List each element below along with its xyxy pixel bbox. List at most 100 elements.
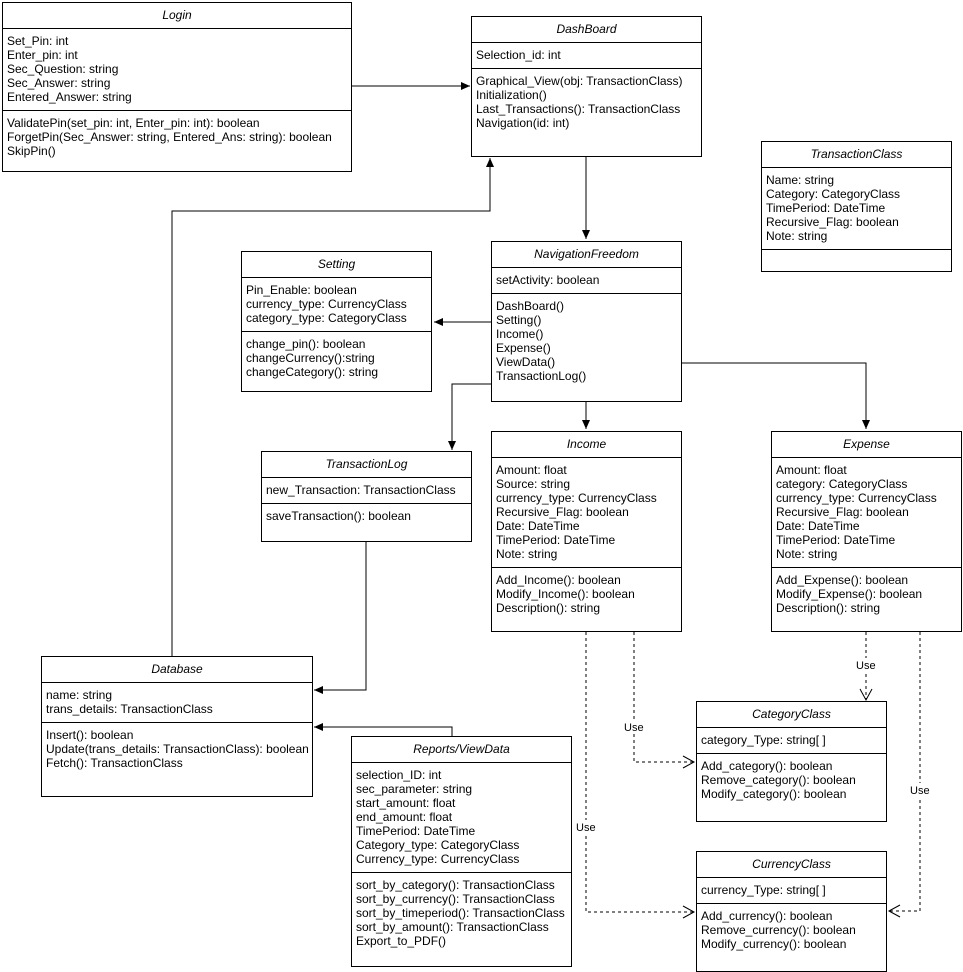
class-name: Login bbox=[3, 3, 351, 29]
method: Income() bbox=[496, 327, 544, 341]
edge-database-dashboard bbox=[171, 158, 494, 656]
method: DashBoard() bbox=[496, 299, 565, 313]
method: changeCurrency():string bbox=[246, 351, 375, 365]
method: sort_by_category(): TransactionClass bbox=[356, 878, 555, 892]
methods-section: Graphical_View(obj: TransactionClass)Ini… bbox=[472, 68, 701, 136]
attributes-section: setActivity: boolean bbox=[492, 268, 681, 293]
attribute: Pin_Enable: boolean bbox=[246, 283, 357, 297]
attribute: Date: DateTime bbox=[776, 519, 860, 533]
attribute: Sec_Question: string bbox=[7, 62, 119, 76]
edge-transactionlog-database bbox=[314, 542, 367, 694]
methods-section: DashBoard()Setting()Income()Expense()Vie… bbox=[492, 293, 681, 389]
attribute: currency_Type: string[ ] bbox=[701, 883, 826, 897]
method: Modify_currency(): boolean bbox=[701, 937, 847, 951]
method: Remove_category(): boolean bbox=[701, 773, 856, 787]
method: Modify_Expense(): boolean bbox=[776, 587, 923, 601]
method: Initialization() bbox=[476, 88, 547, 102]
attributes-section: category_Type: string[ ] bbox=[697, 728, 886, 753]
method: Last_Transactions(): TransactionClass bbox=[476, 102, 681, 116]
method: sort_by_currency(): TransactionClass bbox=[356, 892, 555, 906]
attribute: Sec_Answer: string bbox=[7, 76, 111, 90]
attribute: Currency_type: CurrencyClass bbox=[356, 852, 520, 866]
edge-label-use: Use bbox=[624, 722, 644, 734]
method: Setting() bbox=[496, 313, 542, 327]
edge-label-use: Use bbox=[576, 822, 596, 834]
class-name: Income bbox=[492, 432, 681, 458]
attribute: currency_type: CurrencyClass bbox=[496, 491, 657, 505]
class-name: Expense bbox=[772, 432, 961, 458]
method: sort_by_timeperiod(): TransactionClass bbox=[356, 906, 565, 920]
attribute: setActivity: boolean bbox=[496, 273, 600, 287]
attribute: Entered_Answer: string bbox=[7, 90, 132, 104]
attributes-section: Selection_id: int bbox=[472, 43, 701, 68]
attributes-section: new_Transaction: TransactionClass bbox=[262, 478, 471, 503]
edge-expense-currency bbox=[887, 632, 921, 918]
methods-section: saveTransaction(): boolean bbox=[262, 503, 471, 529]
attribute: TimePeriod: DateTime bbox=[776, 533, 896, 547]
method: Description(): string bbox=[776, 601, 881, 615]
class-name: TransactionClass bbox=[762, 142, 951, 168]
edge-label-use: Use bbox=[856, 660, 876, 672]
attribute: Recursive_Flag: boolean bbox=[776, 505, 909, 519]
attribute: currency_type: CurrencyClass bbox=[246, 297, 407, 311]
class-name: Reports/ViewData bbox=[352, 737, 571, 763]
attribute: Date: DateTime bbox=[496, 519, 580, 533]
methods-section bbox=[762, 249, 951, 261]
edge-income-category bbox=[633, 632, 696, 769]
attribute: Recursive_Flag: boolean bbox=[766, 215, 899, 229]
attribute: category_type: CategoryClass bbox=[246, 311, 407, 325]
method: Modify_category(): boolean bbox=[701, 787, 847, 801]
class-name: NavigationFreedom bbox=[492, 242, 681, 268]
attributes-section: currency_Type: string[ ] bbox=[697, 878, 886, 903]
edge-reports-database bbox=[314, 723, 453, 736]
edge-navigation-transactionlog bbox=[448, 383, 491, 450]
attribute: Enter_pin: int bbox=[7, 48, 78, 62]
method: Remove_currency(): boolean bbox=[701, 923, 856, 937]
method: Add_Income(): boolean bbox=[496, 573, 621, 587]
attribute: Name: string bbox=[766, 173, 835, 187]
methods-section: ValidatePin(set_pin: int, Enter_pin: int… bbox=[3, 110, 351, 164]
attribute: Category_type: CategoryClass bbox=[356, 838, 520, 852]
attribute: sec_parameter: string bbox=[356, 782, 473, 796]
attribute: TimePeriod: DateTime bbox=[496, 533, 616, 547]
method: Description(): string bbox=[496, 601, 601, 615]
attribute: new_Transaction: TransactionClass bbox=[266, 483, 456, 497]
attribute: Source: string bbox=[496, 477, 571, 491]
class-transaction-log[interactable]: TransactionLog new_Transaction: Transacti… bbox=[261, 451, 472, 542]
method: sort_by_amount(): TransactionClass bbox=[356, 920, 549, 934]
class-name: TransactionLog bbox=[262, 452, 471, 478]
attribute: selection_ID: int bbox=[356, 768, 442, 782]
edge-income-currency bbox=[585, 632, 696, 919]
class-name: CategoryClass bbox=[697, 702, 886, 728]
edge-label-use: Use bbox=[910, 785, 930, 797]
attribute: TimePeriod: DateTime bbox=[356, 824, 476, 838]
method: Graphical_View(obj: TransactionClass) bbox=[476, 74, 683, 88]
method: Add_currency(): boolean bbox=[701, 909, 833, 923]
method: TransactionLog() bbox=[496, 369, 587, 383]
attribute: end_amount: float bbox=[356, 810, 453, 824]
attribute: Set_Pin: int bbox=[7, 34, 69, 48]
attribute: Category: CategoryClass bbox=[766, 187, 901, 201]
attribute: currency_type: CurrencyClass bbox=[776, 491, 937, 505]
